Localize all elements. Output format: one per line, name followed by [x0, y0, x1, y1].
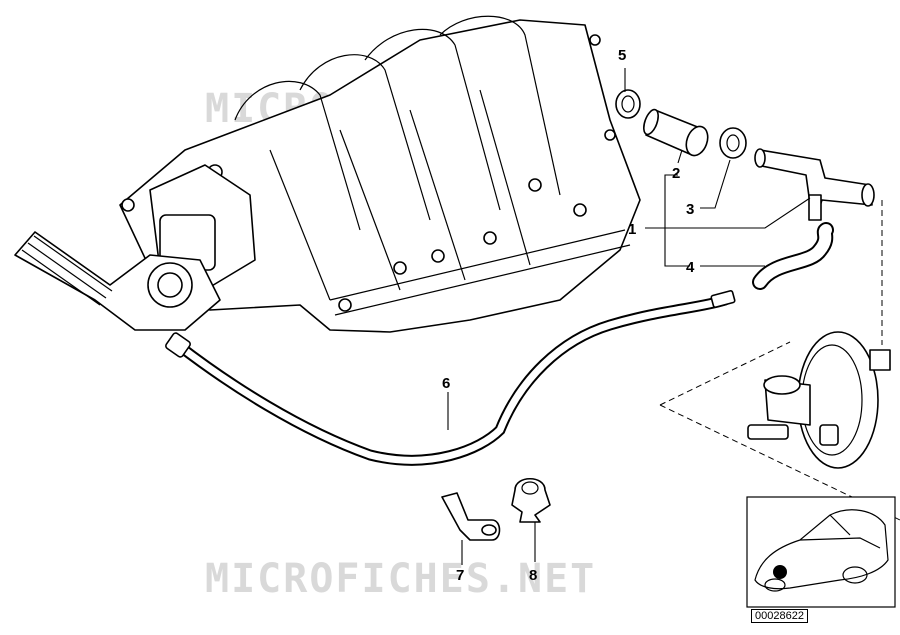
vehicle-locator-inset	[746, 496, 896, 608]
callout-1: 1	[628, 221, 636, 238]
callout-2: 2	[672, 165, 680, 182]
callout-5: 5	[618, 47, 626, 64]
bracket-7	[441, 492, 501, 541]
callout-6: 6	[442, 375, 450, 392]
vacuum-hose-6	[165, 290, 736, 466]
hose-clamp-5	[615, 89, 641, 119]
hose-clip-8	[511, 477, 551, 523]
callout-4: 4	[686, 259, 695, 276]
hose-clamp-3	[719, 127, 747, 159]
intake-manifold	[119, 15, 641, 333]
formed-hose-4	[752, 222, 834, 290]
leader-3	[700, 159, 731, 209]
reference-code: 00028622	[751, 609, 808, 623]
throttle-body	[14, 231, 221, 331]
callout-8: 8	[529, 567, 537, 584]
callout-7: 7	[456, 567, 464, 584]
leader-bracket	[664, 174, 690, 267]
check-valve-1	[754, 148, 875, 221]
leader-1	[645, 197, 811, 229]
leader-2	[677, 149, 683, 164]
watermark-bottom: MICROFICHES.NET	[205, 556, 596, 602]
brake-booster	[747, 331, 891, 469]
location-marker	[773, 565, 787, 579]
hose-sleeve-2	[643, 108, 709, 157]
callout-3: 3	[686, 201, 694, 218]
